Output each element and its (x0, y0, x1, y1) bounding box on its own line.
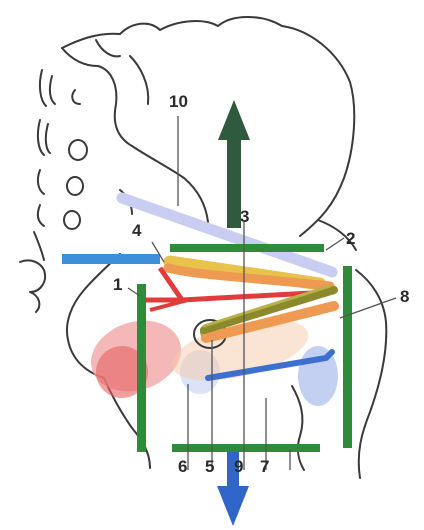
label-4: 4 (132, 221, 142, 240)
blue-bar (62, 254, 160, 264)
label-9: 9 (234, 457, 243, 476)
label-6: 6 (178, 457, 187, 476)
label-8: 8 (400, 287, 409, 306)
label-2: 2 (346, 229, 355, 248)
green-bar-left (137, 284, 146, 452)
green-bar-right (343, 266, 352, 448)
leader-lines (128, 116, 396, 470)
label-10: 10 (169, 92, 188, 111)
label-1: 1 (113, 275, 122, 294)
green-bar-bottom (172, 444, 320, 452)
label-7: 7 (260, 457, 269, 476)
green-bar-top (170, 244, 324, 252)
label-3: 3 (240, 207, 249, 226)
label-5: 5 (205, 457, 214, 476)
sacrum-outline (20, 70, 87, 312)
